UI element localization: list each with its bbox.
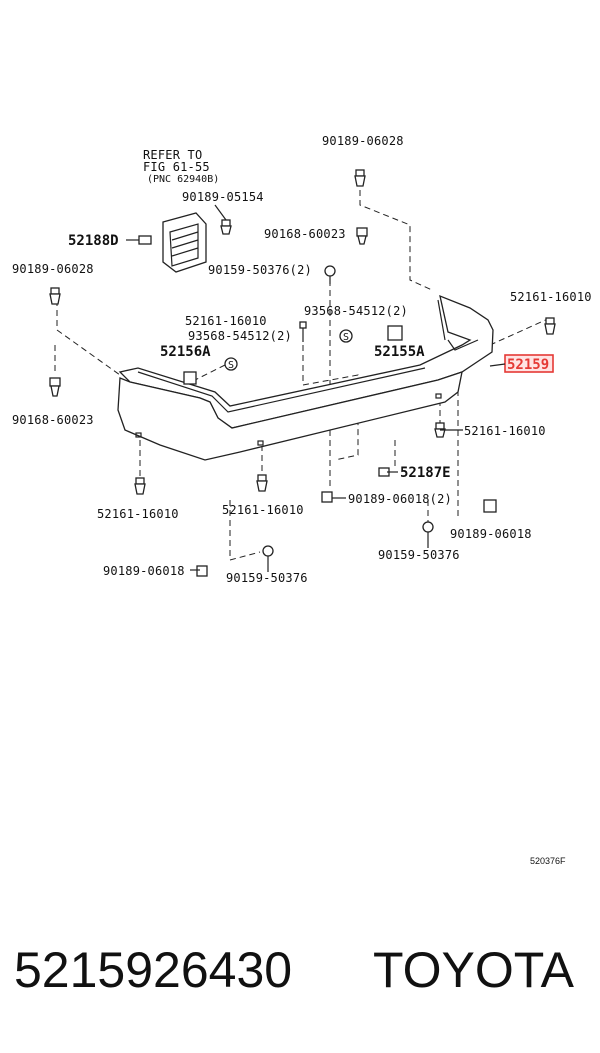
label-52161-16010-bc: 52161-16010: [222, 503, 304, 517]
retainer-icon: [183, 371, 197, 385]
label-52161-16010-topright: 52161-16010: [510, 290, 592, 304]
clip-icon: [356, 227, 368, 245]
s-marker-icon: S: [224, 357, 238, 371]
retainer-icon: [387, 325, 403, 341]
label-93568-54512-b: 93568-54512(2): [188, 329, 292, 343]
bracket-52188d: [162, 212, 207, 273]
part-labels: REFER TO FIG 61-55 (PNC 62940B) 90189-06…: [12, 134, 592, 866]
label-90189-06018-r: 90189-06018: [450, 527, 532, 541]
label-90189-06028-left: 90189-06028: [12, 262, 94, 276]
rear-bumper-cover: [117, 294, 494, 461]
label-52161-16010-right: 52161-16010: [464, 424, 546, 438]
clip-icon: [262, 545, 274, 557]
clip-icon: [220, 219, 232, 235]
part-number: 5215926430: [14, 942, 293, 998]
label-90159-50376-r: 90159-50376: [378, 548, 460, 562]
label-52156a: 52156A: [160, 344, 211, 360]
label-52188d: 52188D: [68, 233, 119, 249]
svg-text:S: S: [343, 332, 349, 343]
clip-icon: [422, 521, 434, 533]
refer-line-1: REFER TO: [143, 148, 202, 162]
svg-text:S: S: [228, 360, 234, 371]
clip-icon: [299, 321, 307, 342]
footer: 5215926430 TOYOTA: [0, 935, 600, 1015]
clip-icon: [354, 169, 366, 187]
clip-icon: [256, 474, 268, 492]
clip-icon: [49, 287, 61, 305]
diagram-canvas: S S REFER TO FIG 61-55 (PNC 62940B) 9018…: [12, 134, 592, 866]
label-90159-50376-2: 90159-50376(2): [208, 263, 312, 277]
clip-icon: [483, 499, 497, 513]
clip-icon: [324, 265, 336, 284]
label-52155a: 52155A: [374, 344, 425, 360]
clip-icon: [138, 235, 152, 245]
label-52161-16010-bl: 52161-16010: [97, 507, 179, 521]
label-90168-60023-top: 90168-60023: [264, 227, 346, 241]
clip-icon: [321, 491, 333, 503]
refer-line-3: (PNC 62940B): [147, 174, 219, 185]
clip-icon: [544, 317, 556, 335]
clip-icon: [196, 565, 208, 577]
s-marker-icon: S: [339, 329, 353, 343]
label-90168-60023-left: 90168-60023: [12, 413, 94, 427]
label-90189-06028-top: 90189-06028: [322, 134, 404, 148]
label-52161-16010-mid: 52161-16010: [185, 314, 267, 328]
label-90189-06018-b: 90189-06018: [103, 564, 185, 578]
label-52159: 52159: [507, 357, 549, 373]
label-90189-06018-2: 90189-06018(2): [348, 492, 452, 506]
label-90189-05154: 90189-05154: [182, 190, 264, 204]
diagram-ref-code: 520376F: [530, 856, 566, 866]
clip-icon: [434, 422, 446, 438]
brand-name: TOYOTA: [373, 942, 574, 998]
clip-icon: [134, 477, 146, 495]
refer-line-2: FIG 61-55: [143, 160, 210, 174]
highlighted-part-52159[interactable]: 52159: [504, 354, 554, 373]
label-52187e: 52187E: [400, 465, 451, 481]
label-90159-50376-b: 90159-50376: [226, 571, 308, 585]
clip-icon: [49, 377, 61, 397]
label-93568-54512-a: 93568-54512(2): [304, 304, 408, 318]
label-ticks: [126, 204, 463, 572]
